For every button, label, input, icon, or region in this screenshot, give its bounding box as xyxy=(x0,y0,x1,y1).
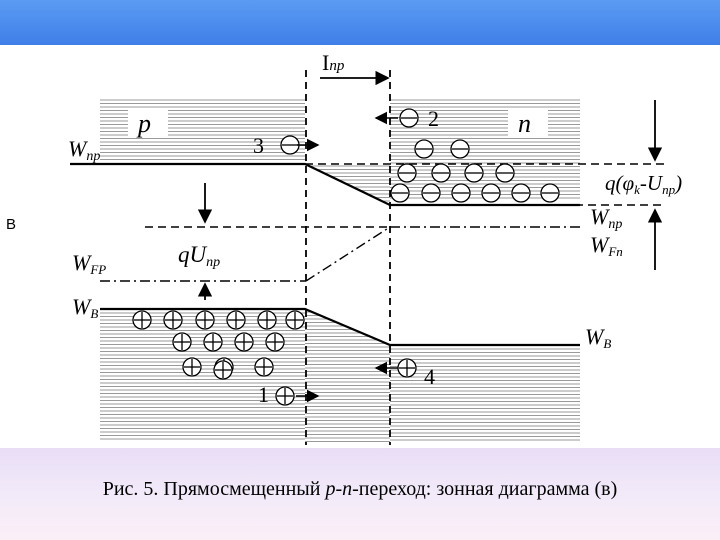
p-region-label: p xyxy=(136,109,151,138)
barrier-height-label: q(φk-Uпр) xyxy=(605,171,682,197)
hole-carrier xyxy=(203,332,223,352)
electron-carrier xyxy=(481,183,501,203)
electron-carrier xyxy=(280,135,300,155)
hole-carrier xyxy=(234,332,254,352)
hole-carrier xyxy=(213,360,233,380)
electron-carrier xyxy=(390,183,410,203)
figure-caption: Рис. 5. Прямосмещенный p-n-переход: зонн… xyxy=(102,478,618,500)
electron-carrier xyxy=(414,139,434,159)
electron-carrier xyxy=(397,163,417,183)
electron-carrier xyxy=(464,163,484,183)
hole-carrier xyxy=(182,357,202,377)
electron-carriers xyxy=(280,108,560,203)
electron-carrier xyxy=(540,183,560,203)
hole-carrier xyxy=(254,357,274,377)
fermi-level-transition xyxy=(305,226,391,282)
carrier-number-2: 2 xyxy=(428,106,439,131)
n-region-label: n xyxy=(518,109,531,138)
w-np-right-label: Wпр xyxy=(590,204,622,232)
electron-carrier xyxy=(399,108,419,128)
carrier-number-4: 4 xyxy=(424,364,435,389)
n-label-box xyxy=(508,108,548,138)
carrier-number-3: 3 xyxy=(253,133,264,158)
electron-carrier xyxy=(431,163,451,183)
w-np-left-label: Wпр xyxy=(68,136,100,164)
electron-carrier xyxy=(421,183,441,203)
w-b-left-label: WВ xyxy=(72,294,98,321)
hole-carrier xyxy=(195,310,215,330)
hole-carrier xyxy=(132,310,152,330)
hole-carrier xyxy=(275,386,295,406)
hole-carrier xyxy=(265,332,285,352)
hole-carrier xyxy=(257,310,277,330)
electron-carrier xyxy=(451,183,471,203)
p-valence-band-hatching xyxy=(100,311,390,442)
carrier-number-1: 1 xyxy=(258,382,269,407)
band-diagram: Iпр p n Wпр WFP WВ Wпр WFn WВ q(φk-Uпр) … xyxy=(68,50,682,445)
electron-carrier xyxy=(450,139,470,159)
hole-carrier xyxy=(397,358,417,378)
hole-carrier xyxy=(163,310,183,330)
side-letter: В xyxy=(6,216,17,233)
qu-label: qUпр xyxy=(178,242,220,270)
electron-carrier xyxy=(495,163,515,183)
valence-band-edge xyxy=(100,307,580,347)
electron-carrier xyxy=(511,183,531,203)
w-fp-label: WFP xyxy=(72,250,106,277)
top-header-band xyxy=(0,0,720,45)
w-b-right-label: WВ xyxy=(585,324,611,351)
w-fn-label: WFn xyxy=(590,232,623,259)
hole-carrier xyxy=(285,310,305,330)
hole-carrier xyxy=(226,310,246,330)
conduction-band-edge xyxy=(70,162,580,207)
caption-footer xyxy=(0,448,720,540)
p-label-box xyxy=(128,108,168,138)
current-label: Iпр xyxy=(322,50,345,75)
hole-carrier xyxy=(172,332,192,352)
p-valence-hatching-top xyxy=(100,99,305,160)
n-valence-band-hatching xyxy=(390,348,580,441)
